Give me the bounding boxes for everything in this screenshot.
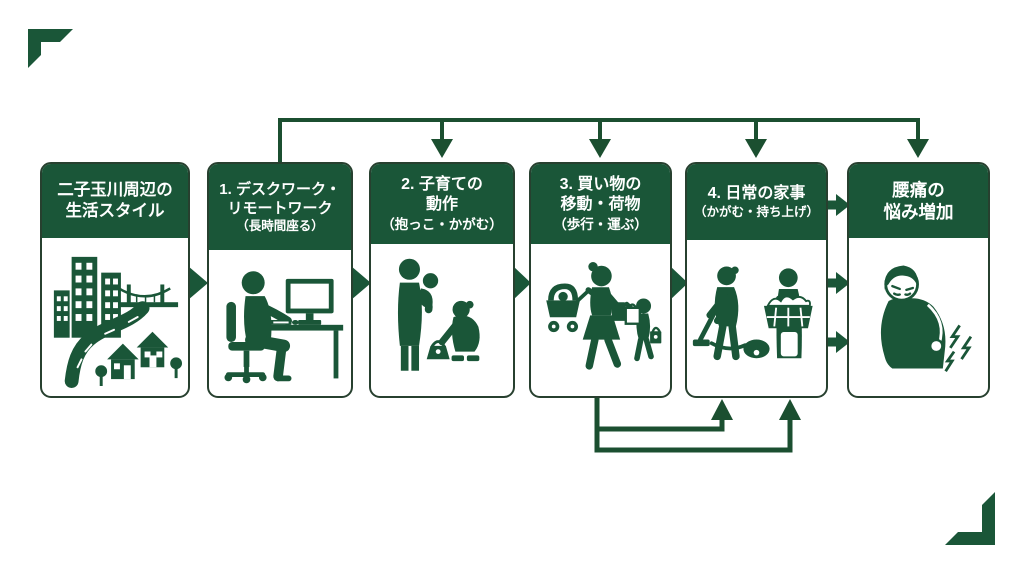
arrow-5-6-middle	[826, 272, 850, 294]
sequence-arrows	[188, 266, 688, 300]
housework-icon	[692, 266, 813, 361]
childcare-icon	[397, 258, 480, 371]
box-subtitle: （抱っこ・かがむ）	[381, 216, 503, 232]
box-title-line: 3. 買い物の	[559, 175, 642, 193]
box-subtitle: （長時間座る）	[236, 219, 324, 234]
box-subtitle: （かがむ・持ち上げ）	[693, 205, 819, 220]
flow-box-housework: 4. 日常の家事 （かがむ・持ち上げ）	[685, 162, 828, 398]
shopping-icon	[546, 261, 662, 370]
city-icon	[53, 256, 183, 388]
arrow-5-6-bottom	[826, 331, 850, 353]
box-title-line: 4. 日常の家事	[707, 184, 806, 202]
box-header-housework: 4. 日常の家事 （かがむ・持ち上げ）	[687, 164, 826, 240]
top-branch-arrowheads	[431, 139, 929, 158]
box-title-line: 1. デスクワーク・	[219, 180, 341, 198]
box-body-shopping	[531, 244, 670, 396]
arrow-5-6-top	[826, 194, 850, 216]
flow-box-childcare: 2. 子育ての 動作 （抱っこ・かがむ）	[369, 162, 515, 398]
box-header-backpain: 腰痛の 悩み増加	[849, 164, 988, 238]
flow-box-backpain: 腰痛の 悩み増加	[847, 162, 990, 398]
flow-box-deskwork: 1. デスクワーク・ リモートワーク （長時間座る）	[207, 162, 353, 398]
box-body-lifestyle	[42, 238, 188, 396]
box-title-line: 二子玉川周辺の	[57, 180, 173, 199]
box-title-line: 悩み増加	[883, 202, 954, 222]
backpain-arrows	[826, 194, 850, 353]
box-body-deskwork	[209, 250, 351, 396]
box-subtitle: （歩行・運ぶ）	[553, 216, 648, 232]
arrow-2-3	[351, 266, 371, 300]
box-title-line: リモートワーク	[227, 199, 333, 217]
box-title-line: 動作	[425, 196, 458, 214]
flow-box-shopping: 3. 買い物の 移動・荷物 （歩行・運ぶ）	[529, 162, 672, 398]
box-body-housework	[687, 240, 826, 396]
arrow-1-2	[188, 266, 208, 300]
box-body-childcare	[371, 244, 513, 396]
top-branch-connector	[278, 118, 920, 166]
box-title-line: 2. 子育ての	[401, 175, 483, 193]
corner-bracket-top-left-icon	[28, 29, 73, 68]
back-pain-icon	[880, 265, 973, 373]
box-title-line: 腰痛の	[892, 179, 945, 200]
box-title-line: 移動・荷物	[560, 196, 641, 214]
corner-bracket-bottom-right-icon	[945, 492, 995, 545]
bottom-feedback-arrowheads	[711, 399, 801, 420]
box-title-line: 生活スタイル	[65, 202, 165, 220]
desk-work-icon	[224, 271, 344, 384]
box-body-backpain	[849, 238, 988, 396]
box-header-lifestyle: 二子玉川周辺の 生活スタイル	[42, 164, 188, 238]
flow-box-lifestyle: 二子玉川周辺の 生活スタイル	[40, 162, 190, 398]
arrow-3-4	[513, 266, 531, 300]
box-header-deskwork: 1. デスクワーク・ リモートワーク （長時間座る）	[209, 164, 351, 250]
arrow-4-5	[670, 266, 688, 300]
bottom-feedback-connector	[594, 394, 793, 453]
box-header-childcare: 2. 子育ての 動作 （抱っこ・かがむ）	[371, 164, 513, 244]
box-header-shopping: 3. 買い物の 移動・荷物 （歩行・運ぶ）	[531, 164, 670, 244]
